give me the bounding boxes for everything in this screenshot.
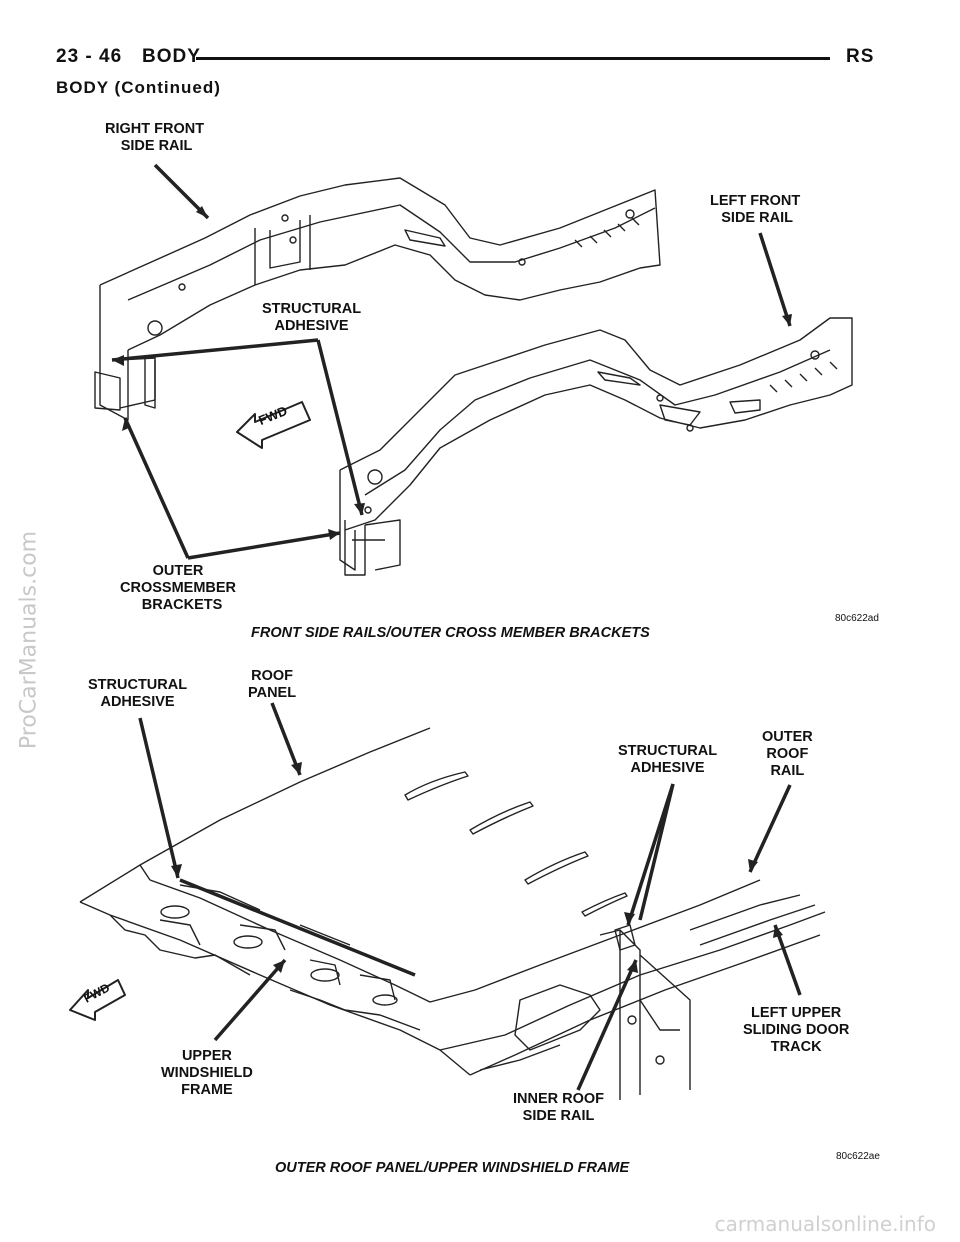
section-title: BODY (142, 46, 201, 67)
label-structural-adhesive-right: STRUCTURAL ADHESIVE (618, 743, 718, 776)
label-left-front-side-rail: LEFT FRONT SIDE RAIL (710, 193, 801, 226)
label-inner-roof-side-rail: INNER ROOF SIDE RAIL (513, 1091, 605, 1124)
header-rule (196, 57, 830, 60)
figure-id: 80c622ae (836, 1151, 880, 1162)
label-left-upper-sliding-door-track: LEFT UPPER SLIDING DOOR TRACK (743, 1005, 850, 1055)
label-outer-roof-rail: OUTER ROOF RAIL (762, 729, 813, 779)
figure-caption: OUTER ROOF PANEL/UPPER WINDSHIELD FRAME (275, 1160, 630, 1176)
label-right-front-side-rail: RIGHT FRONT SIDE RAIL (105, 121, 205, 154)
label-outer-crossmember-brackets: OUTER CROSSMEMBER BRACKETS (120, 563, 237, 613)
page-number: 23 - 46 (56, 46, 123, 67)
label-structural-adhesive: STRUCTURAL ADHESIVE (262, 301, 362, 334)
continued-heading: BODY (Continued) (56, 78, 221, 97)
model-code: RS (846, 46, 875, 67)
label-structural-adhesive-left: STRUCTURAL ADHESIVE (88, 677, 188, 710)
label-roof-panel: ROOF PANEL (248, 668, 297, 701)
footer-watermark: carmanualsonline.info (714, 1212, 936, 1236)
figure-id: 80c622ad (835, 613, 879, 624)
side-watermark: ProCarManuals.com (16, 530, 42, 750)
label-upper-windshield-frame: UPPER WINDSHIELD FRAME (161, 1048, 253, 1098)
figure-caption: FRONT SIDE RAILS/OUTER CROSS MEMBER BRAC… (251, 625, 650, 641)
